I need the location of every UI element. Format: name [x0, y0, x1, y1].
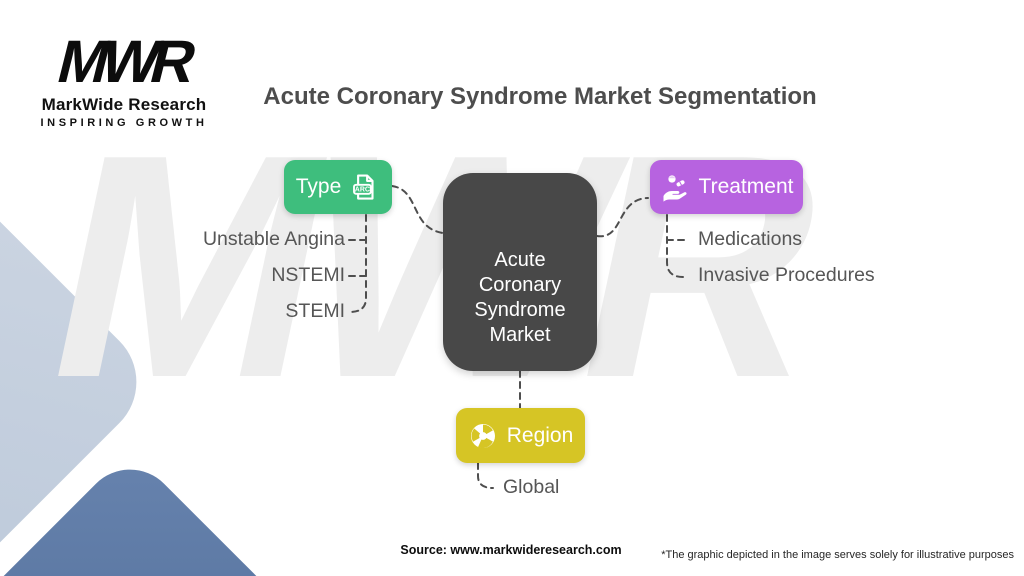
hand-pills-icon — [663, 175, 687, 202]
branch-treatment-label: Treatment — [698, 175, 794, 198]
leaf-global: Global — [503, 476, 560, 498]
logo-tagline: INSPIRING GROWTH — [40, 117, 208, 129]
leaf-stemi: STEMI — [285, 300, 345, 322]
logo-monogram: MWR — [51, 28, 197, 95]
leaf-medications: Medications — [698, 228, 803, 250]
branch-box-region: Region — [456, 408, 585, 463]
globe-icon — [470, 423, 495, 448]
branch-type-label: Type — [295, 175, 342, 198]
center-node-label: Acute Coronary Syndrome Market — [474, 249, 566, 346]
source-text: Source: www.markwideresearch.com — [400, 543, 622, 557]
leaf-invasive-procedures: Invasive Procedures — [698, 264, 875, 286]
branch-box-treatment: Treatment — [650, 160, 803, 214]
leaf-unstable-angina: Unstable Angina — [202, 228, 345, 250]
connector-region-to-global — [477, 462, 494, 489]
branch-region-label: Region — [506, 423, 574, 447]
page-title: Acute Coronary Syndrome Market Segmentat… — [263, 83, 817, 110]
svg-text:ARC: ARC — [355, 187, 370, 194]
disclaimer-text: *The graphic depicted in the image serve… — [661, 549, 1014, 561]
file-arc-icon: ARC — [353, 174, 374, 200]
center-node-acute-coronary-syndrome-market: Acute Coronary Syndrome Market — [443, 173, 597, 371]
logo-name: MarkWide Research — [41, 95, 207, 114]
markwide-logo: MWR MarkWide Research INSPIRING GROWTH — [34, 28, 214, 129]
leaf-nstemi: NSTEMI — [271, 264, 345, 286]
branch-box-type: Type ARC — [284, 160, 392, 214]
